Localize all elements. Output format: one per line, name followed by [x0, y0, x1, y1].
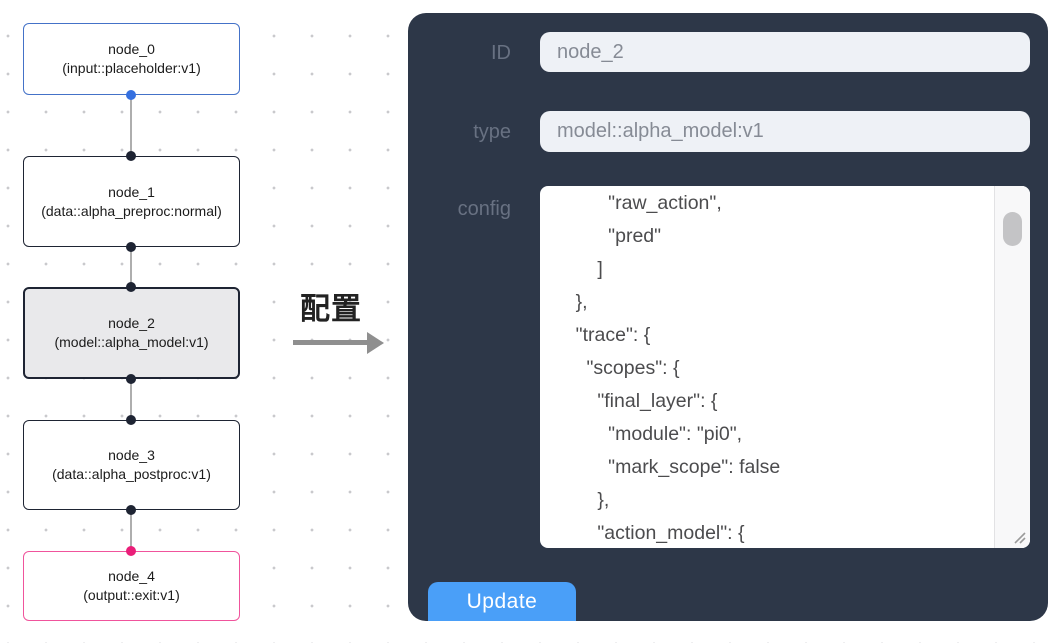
node-subtitle: (input::placeholder:v1): [62, 60, 201, 76]
type-input[interactable]: [540, 111, 1030, 152]
node-config-panel: ID type config "raw_action", "pred" ] },…: [408, 13, 1048, 621]
resize-handle-icon[interactable]: [1011, 529, 1027, 545]
handle-node2-bottom[interactable]: [126, 374, 136, 384]
flow-canvas[interactable]: node_0 (input::placeholder:v1) node_1 (d…: [0, 0, 400, 643]
handle-node1-bottom[interactable]: [126, 242, 136, 252]
id-field-label: ID: [491, 42, 511, 64]
config-scrollbar-track[interactable]: [994, 186, 1030, 548]
node-title: node_4: [108, 568, 155, 584]
node-subtitle: (data::alpha_preproc:normal): [41, 202, 222, 219]
arrow-shaft: [293, 340, 369, 345]
node-subtitle: (model::alpha_model:v1): [54, 334, 209, 350]
node-title: node_1: [108, 183, 155, 200]
handle-node1-top[interactable]: [126, 151, 136, 161]
handle-node0-bottom[interactable]: [126, 90, 136, 100]
type-field-label: type: [473, 121, 511, 143]
config-transfer-annotation: 配置: [285, 293, 395, 363]
node-subtitle: (output::exit:v1): [83, 587, 180, 603]
edge-node0-node1: [130, 95, 132, 156]
edge-node1-node2: [130, 247, 132, 287]
id-input[interactable]: [540, 32, 1030, 72]
flow-node-node_1[interactable]: node_1 (data::alpha_preproc:normal): [23, 156, 240, 247]
config-editor-box: "raw_action", "pred" ] }, "trace": { "sc…: [540, 186, 1030, 548]
handle-node3-bottom[interactable]: [126, 505, 136, 515]
handle-node3-top[interactable]: [126, 415, 136, 425]
config-label-cjk: 配置: [300, 293, 362, 326]
flow-node-node_0[interactable]: node_0 (input::placeholder:v1): [23, 23, 240, 95]
arrow-right-icon: [367, 331, 384, 354]
config-scrollbar-thumb[interactable]: [1003, 212, 1022, 246]
node-subtitle: (data::alpha_postproc:v1): [52, 466, 211, 482]
update-button[interactable]: Update: [428, 582, 576, 621]
flow-node-node_3[interactable]: node_3 (data::alpha_postproc:v1): [23, 420, 240, 510]
node-title: node_3: [108, 447, 155, 463]
config-json-textarea[interactable]: "raw_action", "pred" ] }, "trace": { "sc…: [540, 186, 993, 548]
config-field-label: config: [457, 198, 511, 220]
handle-node2-top[interactable]: [126, 282, 136, 292]
node-title: node_2: [108, 315, 155, 331]
handle-node4-top[interactable]: [126, 546, 136, 556]
flow-node-node_2-selected[interactable]: node_2 (model::alpha_model:v1): [23, 287, 240, 379]
flow-node-node_4[interactable]: node_4 (output::exit:v1): [23, 551, 240, 621]
node-title: node_0: [108, 41, 155, 57]
edge-node3-node4: [130, 510, 132, 551]
edge-node2-node3: [130, 379, 132, 420]
